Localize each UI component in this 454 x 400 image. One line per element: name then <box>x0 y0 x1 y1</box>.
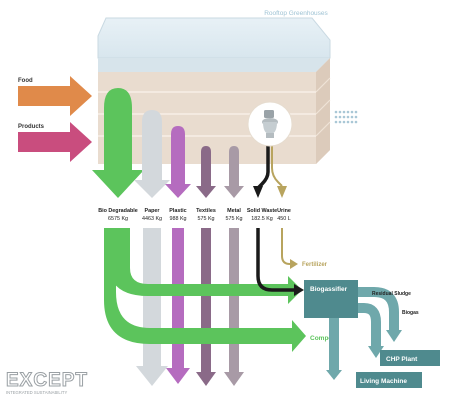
process-flows: Residual Sludge Biogas <box>326 287 419 380</box>
flow-paper-upper <box>134 110 170 198</box>
logo-tagline: INTEGRATED SUSTAINABILITY <box>6 390 67 395</box>
input-arrow-food: Food <box>18 76 92 116</box>
stream-amount-textiles: 575 Kg <box>197 216 214 222</box>
solid-waste-flow <box>256 228 304 296</box>
building-side <box>316 58 330 164</box>
biogas-label: Biogas <box>402 310 419 316</box>
stream-amount-urine: 450 L <box>277 216 291 222</box>
lower-flow-arrows <box>136 228 244 386</box>
stream-name-bio: Bio Degradable <box>98 208 138 214</box>
living-machine-label: Living Machine <box>360 378 407 385</box>
biogassifier-label: Biogassifier <box>310 286 348 293</box>
people-icon <box>334 110 358 124</box>
stream-name-solid: Solid Waste <box>247 208 277 214</box>
stream-name-plastic: Plastic <box>169 208 186 214</box>
chp-plant-box: CHP Plant <box>380 350 440 366</box>
building: Rooftop Greenhouses <box>97 10 358 164</box>
stream-name-textiles: Textiles <box>196 208 216 214</box>
stream-name-urine: Urine <box>277 208 291 214</box>
roof-ledge <box>98 58 330 72</box>
fertilizer-label: Fertilizer <box>302 262 328 268</box>
building-body <box>98 58 330 164</box>
toilet-icon <box>247 101 293 147</box>
stream-name-paper: Paper <box>145 208 161 214</box>
flow-metal-lower <box>224 228 244 386</box>
flow-bio-upper <box>92 88 144 198</box>
flow-paper-lower <box>136 228 168 386</box>
flow-bio-to-compost <box>104 228 306 352</box>
stream-amount-solid: 182.5 Kg <box>251 216 273 222</box>
chp-plant-label: CHP Plant <box>386 356 418 363</box>
compost-label: Compost <box>310 335 339 342</box>
stream-labels: Bio Degradable 6575 Kg Paper 4463 Kg Pla… <box>98 208 291 222</box>
stream-amount-bio: 6575 Kg <box>108 216 128 222</box>
bio-split-flows <box>104 228 306 352</box>
stream-amount-plastic: 988 Kg <box>169 216 186 222</box>
flow-textiles-upper <box>196 146 216 198</box>
flow-plastic-lower <box>166 228 190 384</box>
stream-amount-metal: 575 Kg <box>225 216 242 222</box>
greenhouse-roof <box>97 17 331 59</box>
flow-bio-to-biogassifier <box>108 228 302 304</box>
biogassifier-box: Biogassifier <box>304 280 358 318</box>
input-label-food: Food <box>18 78 33 84</box>
logo-text: EXCEPT <box>6 370 88 391</box>
stream-name-metal: Metal <box>227 208 241 214</box>
upper-flow-arrows <box>92 88 287 198</box>
flow-textiles-lower <box>196 228 216 386</box>
residual-sludge-label: Residual Sludge <box>372 291 411 297</box>
building-label: Rooftop Greenhouses <box>264 10 328 17</box>
logo: EXCEPT INTEGRATED SUSTAINABILITY <box>4 364 88 396</box>
stream-amount-paper: 4463 Kg <box>142 216 162 222</box>
input-label-products: Products <box>18 124 45 130</box>
flow-metal-upper <box>224 146 244 198</box>
urine-flow: Fertilizer <box>281 228 328 269</box>
input-arrow-products: Products <box>18 122 92 162</box>
flow-plastic-upper <box>165 126 191 198</box>
living-machine-box: Living Machine <box>356 372 422 388</box>
